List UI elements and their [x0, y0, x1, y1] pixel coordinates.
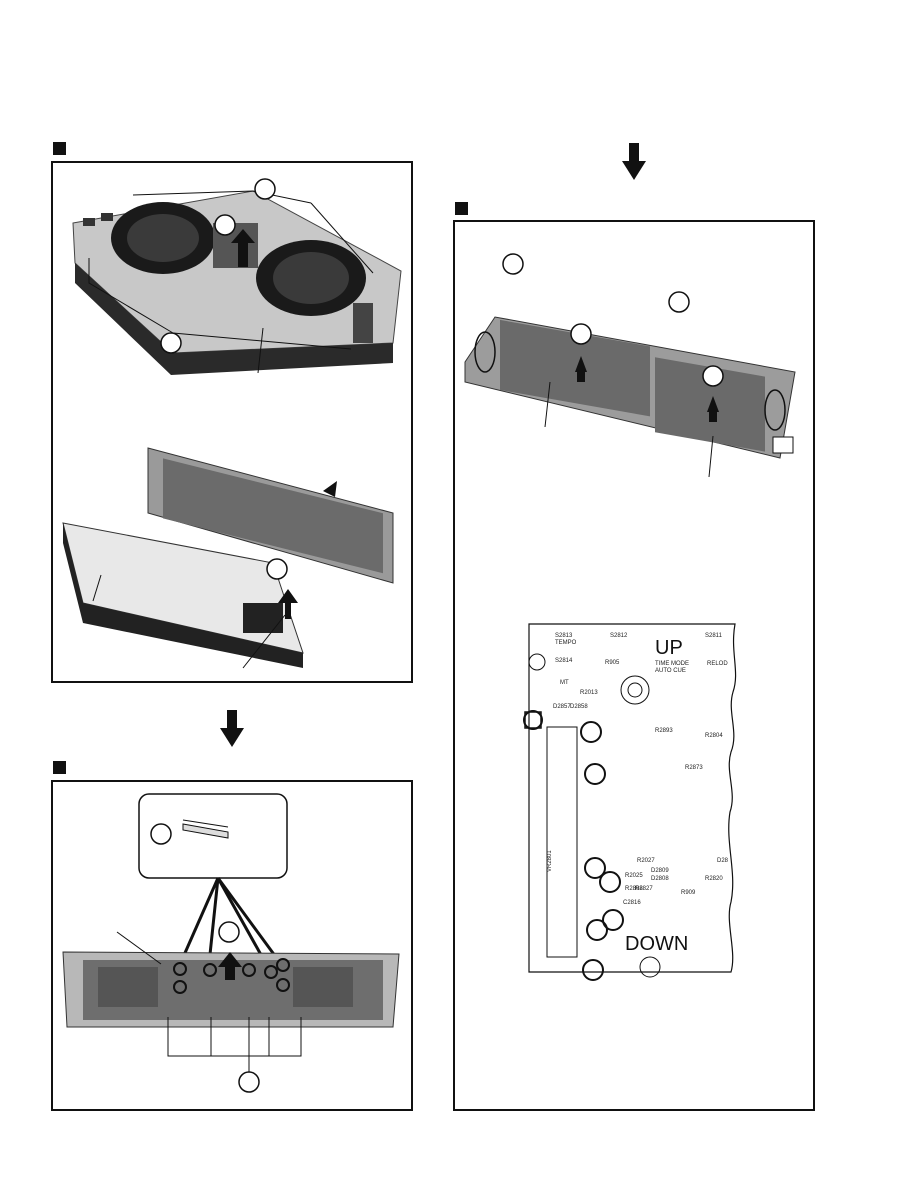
- pcb-label: S2813: [555, 633, 573, 639]
- pcb-label: TEMPO: [555, 640, 577, 646]
- pcb-label: D2858: [570, 704, 588, 710]
- pcb-label: R2804: [705, 733, 723, 739]
- pcb-down-label: DOWN: [625, 933, 688, 955]
- pcb-label: TIME MODE: [655, 661, 689, 667]
- pcb-label: R2873: [685, 765, 703, 771]
- pcb-label: C2816: [623, 900, 641, 906]
- pcb-boards-photo: UP DOWN S2813 TEMPO S2812 S2811 S2814 R9…: [464, 253, 796, 981]
- pcb-label: R909: [681, 890, 696, 896]
- down-arrow-icon: [622, 143, 646, 180]
- pcb-label: R2827: [635, 886, 653, 892]
- section-marker-bottom-left: [53, 761, 66, 774]
- pcb-connector-photo: [62, 793, 400, 1093]
- pcb-label: S2811: [705, 633, 723, 639]
- pcb-label: R2025: [625, 873, 643, 879]
- pcb-label: R2013: [580, 690, 598, 696]
- pcb-label: R2893: [655, 728, 673, 734]
- pcb-label: R2808: [625, 886, 643, 892]
- section-marker-top-right: [455, 202, 468, 215]
- step-panel-bottom-left: [51, 780, 413, 1111]
- step-panel-right: UP DOWN S2813 TEMPO S2812 S2811 S2814 R9…: [453, 220, 815, 1111]
- pcb-label: D2857: [553, 704, 571, 710]
- pcb-layout-drawing: UP DOWN S2813 TEMPO S2812 S2811 S2814 R9…: [523, 623, 737, 981]
- pcb-label: D28: [717, 858, 729, 864]
- pcb-label: R2820: [705, 876, 723, 882]
- step-panel-top-left: [51, 161, 413, 683]
- pcb-label: AUTO CUE: [655, 668, 686, 674]
- pcb-label: S2812: [610, 633, 628, 639]
- pcb-label: R905: [605, 660, 620, 666]
- pcb-up-label: UP: [655, 637, 683, 659]
- pcb-label: S2814: [555, 658, 573, 664]
- unit-front-photo: [62, 178, 402, 669]
- pcb-label: VR2801: [547, 850, 553, 872]
- pcb-label: R2027: [637, 858, 655, 864]
- down-arrow-icon: [220, 710, 244, 747]
- pcb-label: D2808: [651, 876, 669, 882]
- section-marker-top-left: [53, 142, 66, 155]
- pcb-label: D2809: [651, 868, 669, 874]
- pcb-label: RELOD: [707, 661, 728, 667]
- pcb-label: MT: [560, 680, 569, 686]
